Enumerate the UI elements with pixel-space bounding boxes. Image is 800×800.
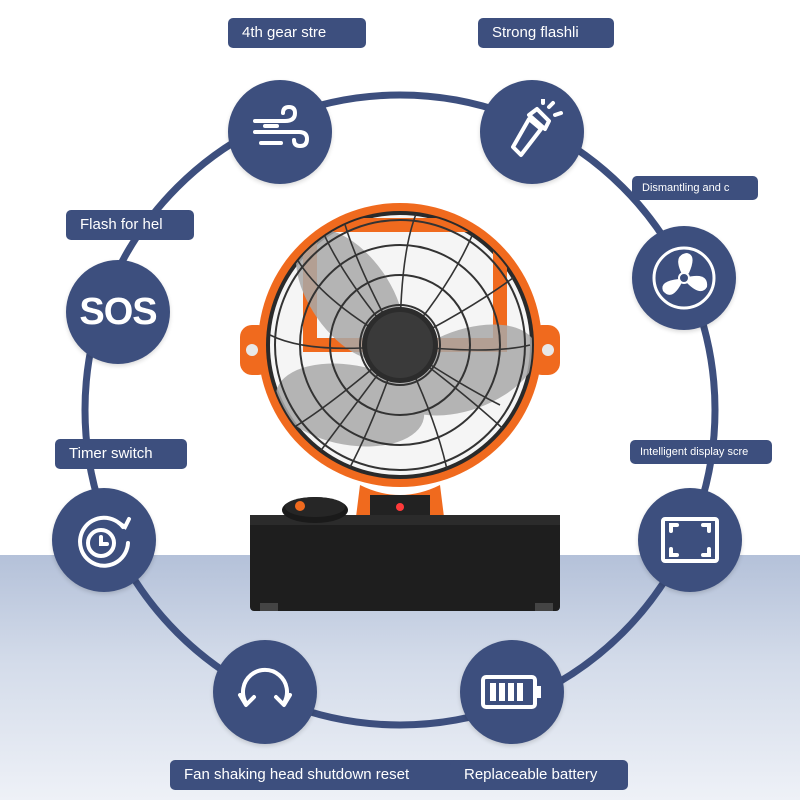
shaking-head-label: Fan shaking head shutdown reset [170,760,460,790]
dismantling-label: Dismantling and c [632,176,758,200]
battery-label: Replaceable battery [450,760,628,790]
screen-frame-icon [661,517,719,563]
timer-icon [78,515,131,568]
flash-help-label: Flash for hel [66,210,194,240]
fan-product-image [240,203,560,611]
shaking-head-badge [213,640,317,744]
dismantling-badge [632,226,736,330]
display-badge [638,488,742,592]
rotate-icon [238,667,292,707]
display-label: Intelligent display scre [630,440,772,464]
timer-label: Timer switch [55,439,187,469]
sos-icon: SOS [79,290,157,333]
flashlight-icon [511,99,563,157]
battery-badge [460,640,564,744]
flashlight-label: Strong flashli [478,18,614,48]
battery-icon [481,675,541,709]
sos-badge: SOS [66,260,170,364]
gear-strength-label: 4th gear stre [228,18,366,48]
wind-icon [253,104,310,149]
flashlight-badge [480,80,584,184]
fan-blade-icon [652,246,716,310]
gear-strength-badge [228,80,332,184]
timer-badge [52,488,156,592]
